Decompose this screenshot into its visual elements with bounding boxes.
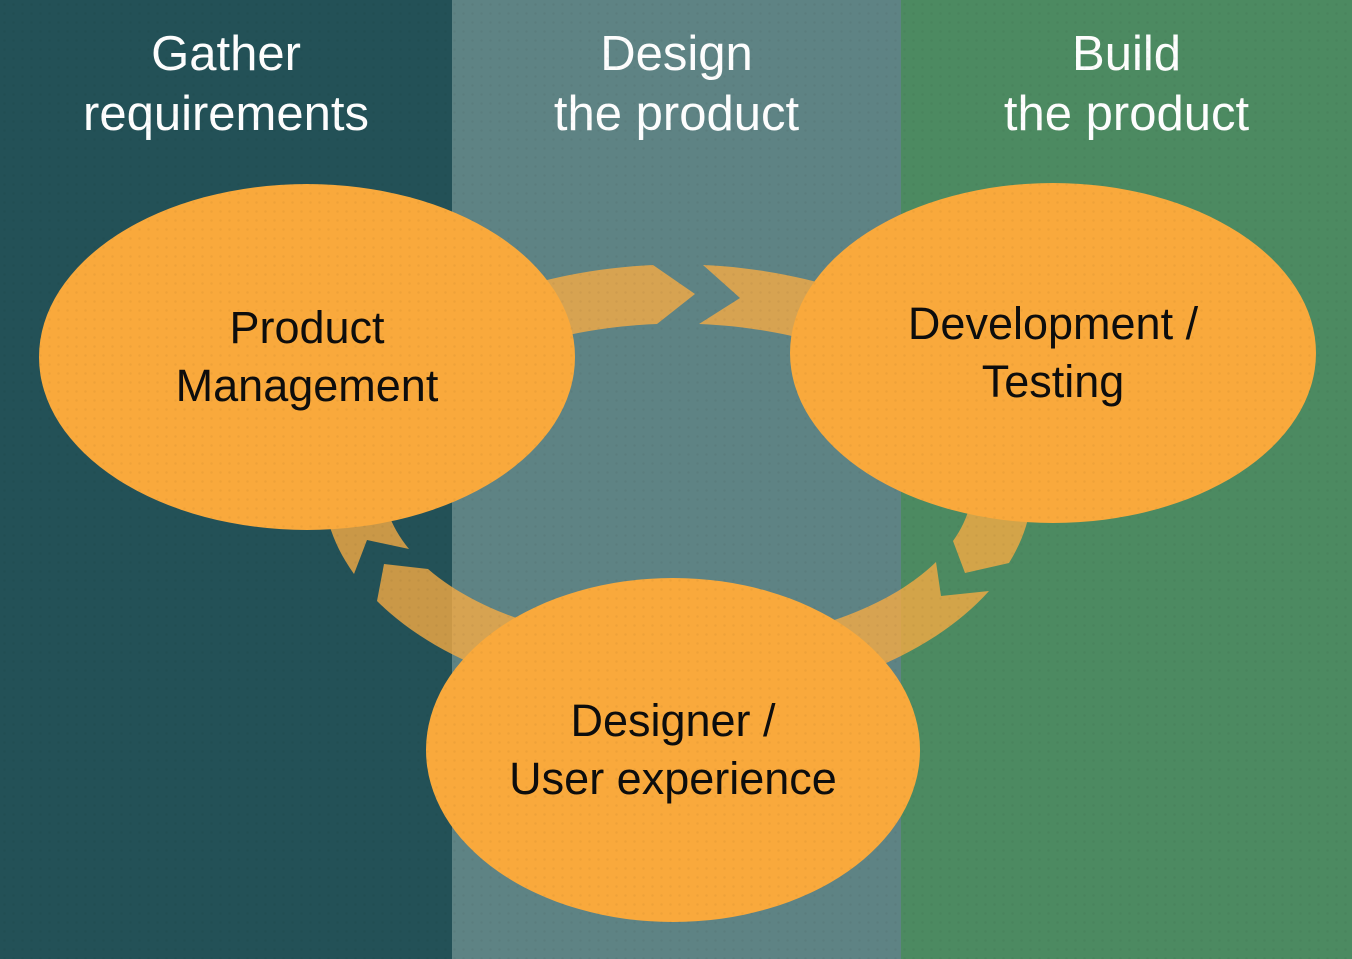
- node-product-management: [39, 184, 575, 530]
- node-label-line: Testing: [981, 356, 1125, 407]
- node-label-line: User experience: [509, 753, 837, 804]
- node-label-line: Management: [175, 360, 439, 411]
- node-label-designer-user-experience: Designer / User experience: [403, 655, 943, 845]
- node-label-line: Product: [229, 302, 385, 353]
- node-label-line: Designer /: [570, 695, 776, 746]
- column-header-line: Gather: [151, 27, 301, 81]
- node-designer-user-experience: [426, 578, 920, 922]
- column-header-build-the-product: Build the product: [901, 24, 1352, 144]
- column-header-line: Design: [600, 27, 753, 81]
- column-header-gather-requirements: Gather requirements: [0, 24, 452, 144]
- column-header-line: the product: [553, 87, 800, 141]
- column-header-line: requirements: [83, 87, 369, 141]
- node-label-line: Development /: [907, 298, 1199, 349]
- node-label-development-testing: Development / Testing: [783, 258, 1323, 448]
- node-label-product-management: Product Management: [37, 262, 577, 452]
- column-header-line: the product: [1003, 87, 1250, 141]
- column-header-design-the-product: Design the product: [452, 24, 901, 144]
- column-header-line: Build: [1072, 27, 1181, 81]
- node-development-testing: [790, 183, 1316, 523]
